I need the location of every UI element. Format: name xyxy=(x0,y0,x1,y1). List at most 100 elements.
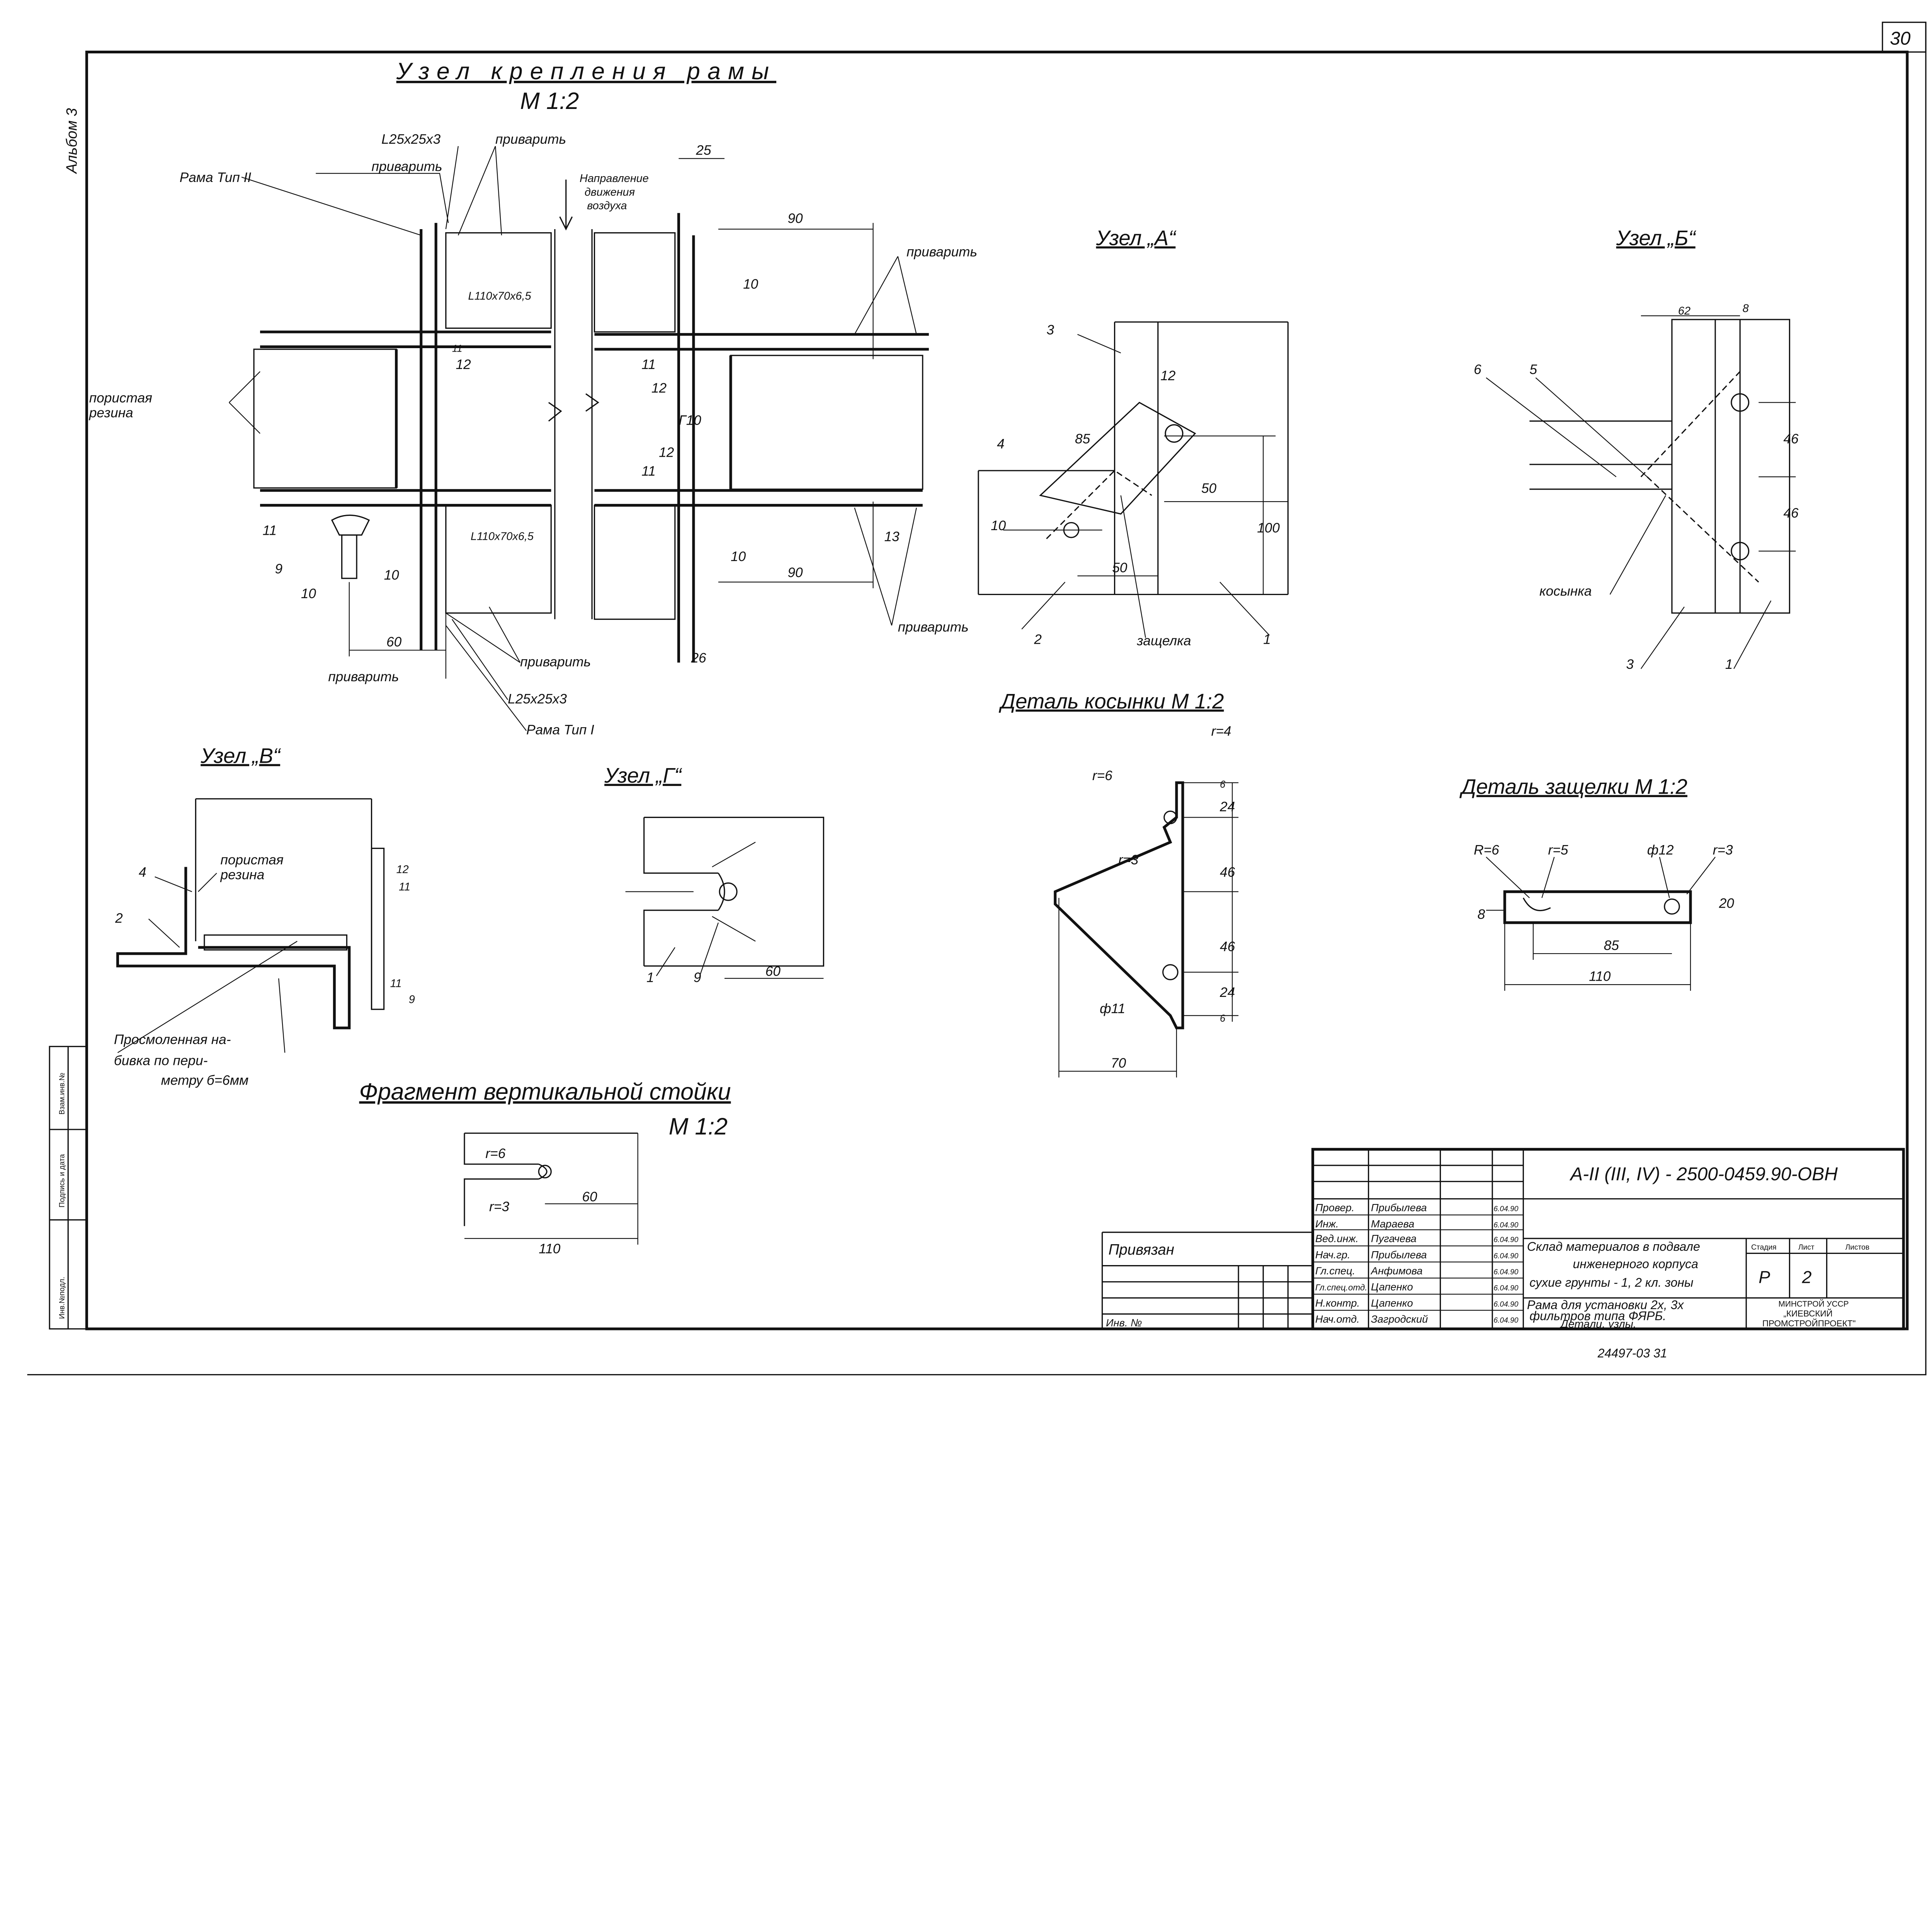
label-weld: приварить xyxy=(906,244,977,259)
label-11: 11 xyxy=(390,977,402,990)
gusset-title: Деталь косынки М 1:2 xyxy=(998,689,1224,713)
signer-date: 6.04.90 xyxy=(1493,1300,1518,1308)
label-11: 11 xyxy=(641,464,656,479)
node-v-title: Узел „В“ xyxy=(200,744,281,767)
sheets-header: Листов xyxy=(1845,1243,1869,1252)
main-labels: Рама Тип II L25x25x3 приварить приварить… xyxy=(89,132,977,738)
dim-20: 20 xyxy=(1719,896,1735,911)
sheet-frame: 30 Альбом 3 Взам.инв.№ Подпись и дата Ин… xyxy=(27,22,1927,1376)
signer-role: Провер. xyxy=(1315,1202,1355,1214)
node-g-title: Узел „Г“ xyxy=(604,764,682,787)
signer-date: 6.04.90 xyxy=(1493,1316,1518,1325)
label-weld: приварить xyxy=(328,669,399,684)
wing-nut-icon xyxy=(331,514,370,579)
label-2: 2 xyxy=(115,911,123,926)
radius-r6: R=6 xyxy=(1474,843,1499,858)
label-10: 10 xyxy=(384,568,400,583)
main-title: Узел крепления рамы xyxy=(396,58,776,84)
signer-role: Инж. xyxy=(1315,1218,1339,1230)
label-angle-110: L110x70x6,5 xyxy=(468,290,532,303)
gusset-detail-view: Деталь косынки М 1:2 r=4 r=6 r=3 24 46 4… xyxy=(998,689,1239,1078)
page-number: 30 xyxy=(1890,28,1911,49)
label-porous-rubber: пористая xyxy=(89,391,152,406)
latch-title: Деталь защелки М 1:2 xyxy=(1459,775,1687,798)
signer-date: 6.04.90 xyxy=(1493,1268,1518,1276)
radius-5: r=5 xyxy=(1548,843,1568,858)
label-11: 11 xyxy=(399,881,410,893)
label-4: 4 xyxy=(139,865,146,880)
sheet-title: фильтров типа ФЯРБ. xyxy=(1529,1309,1666,1323)
project-name: сухие грунты - 1, 2 кл. зоны xyxy=(1529,1276,1693,1289)
stamp-replaced-inv: Взам.инв.№ xyxy=(58,1073,66,1114)
node-g-view: Узел „Г“ 1 9 60 xyxy=(604,764,825,985)
dim-62: 62 xyxy=(1678,305,1690,317)
label-angle-top: L25x25x3 xyxy=(381,132,440,147)
label-10: 10 xyxy=(301,586,316,601)
label-air-direction: воздуха xyxy=(587,200,627,212)
dim-70: 70 xyxy=(1111,1056,1126,1071)
label-9: 9 xyxy=(694,970,701,985)
label-frame-type-2: Рама Тип II xyxy=(180,170,252,185)
label-angle-bottom: L25x25x3 xyxy=(508,692,567,707)
label-1: 1 xyxy=(1725,657,1733,672)
label-11: 11 xyxy=(452,343,463,354)
dim-46: 46 xyxy=(1783,506,1799,521)
label-air-direction: Направление xyxy=(580,172,649,185)
label-3: 3 xyxy=(1626,657,1634,672)
dim-46: 46 xyxy=(1220,939,1235,954)
signer-role: Гл.спец. xyxy=(1315,1265,1355,1277)
post-scale: М 1:2 xyxy=(669,1113,728,1139)
signer-date: 6.04.90 xyxy=(1493,1252,1518,1260)
stage-value: Р xyxy=(1759,1267,1770,1287)
dim-60: 60 xyxy=(582,1189,597,1204)
dim-50: 50 xyxy=(1112,560,1128,575)
signer-name: Пугачева xyxy=(1371,1233,1417,1245)
sheet-header: Лист xyxy=(1798,1243,1815,1252)
label-12: 12 xyxy=(651,381,667,396)
radius-3: r=3 xyxy=(1713,843,1733,858)
signer-name: Цапенко xyxy=(1371,1281,1413,1293)
signer-name: Мараева xyxy=(1371,1218,1414,1230)
label-9: 9 xyxy=(409,993,415,1006)
dim-12: 12 xyxy=(1160,368,1176,383)
sheet-value: 2 xyxy=(1801,1267,1811,1287)
label-11: 11 xyxy=(262,523,277,538)
air-direction-arrow-icon xyxy=(559,179,573,231)
drawing-sheet: 30 Альбом 3 Взам.инв.№ Подпись и дата Ин… xyxy=(27,22,1927,1376)
dim-6: 6 xyxy=(1220,1013,1226,1024)
dim-60: 60 xyxy=(765,964,781,979)
label-12: 12 xyxy=(659,445,674,460)
radius-6: r=6 xyxy=(485,1146,505,1161)
label-12: 12 xyxy=(456,357,471,372)
node-v-view: Узел „В“ 4 пористая резина 12 11 2 11 9 … xyxy=(114,744,415,1088)
label-10: 10 xyxy=(731,549,746,564)
node-b-view: Узел „Б“ 62 8 6 5 46 46 косынка 3 1 xyxy=(1474,226,1799,672)
dim-50: 50 xyxy=(1201,481,1217,496)
main-frame-joint-view: Узел крепления рамы М 1:2 Рама Тип II L2… xyxy=(89,58,977,738)
dim-110: 110 xyxy=(539,1242,561,1257)
dim-8: 8 xyxy=(1478,907,1485,922)
signer-name: Прибылева xyxy=(1371,1202,1427,1214)
signer-role: Вед.инж. xyxy=(1315,1233,1359,1245)
signer-name: Цапенко xyxy=(1371,1297,1413,1309)
signer-role: Н.контр. xyxy=(1315,1297,1360,1309)
attachment-box: Привязан Инв. № xyxy=(1101,1231,1313,1329)
hole-diameter-12: ф12 xyxy=(1647,843,1674,858)
title-block: А-II (III, IV) - 2500-0459.90-ОВН Провер… xyxy=(1311,1148,1905,1360)
vertical-post-view: Фрагмент вертикальной стойки М 1:2 r=6 r… xyxy=(359,1078,731,1256)
node-b-title: Узел „Б“ xyxy=(1616,226,1697,250)
dim-100: 100 xyxy=(1257,520,1280,536)
footer-number: 24497-03 31 xyxy=(1597,1346,1667,1360)
main-scale: М 1:2 xyxy=(520,88,579,114)
sheet-title: Детали, узлы. xyxy=(1559,1318,1636,1330)
dim-26: 26 xyxy=(690,651,706,666)
label-angle-110: L110x70x6,5 xyxy=(471,530,534,543)
radius-6: r=6 xyxy=(1092,768,1112,783)
signers-table: Провер. Прибылева 6.04.90 Инж. Мараева 6… xyxy=(1315,1202,1519,1325)
organization: ПРОМСТРОЙПРОЕКТ" xyxy=(1762,1319,1856,1328)
signer-role: Нач.отд. xyxy=(1315,1313,1360,1325)
album-label: Альбом 3 xyxy=(64,108,80,174)
post-title: Фрагмент вертикальной стойки xyxy=(359,1078,731,1105)
label-13: 13 xyxy=(884,529,900,544)
label-12: 12 xyxy=(396,864,409,876)
